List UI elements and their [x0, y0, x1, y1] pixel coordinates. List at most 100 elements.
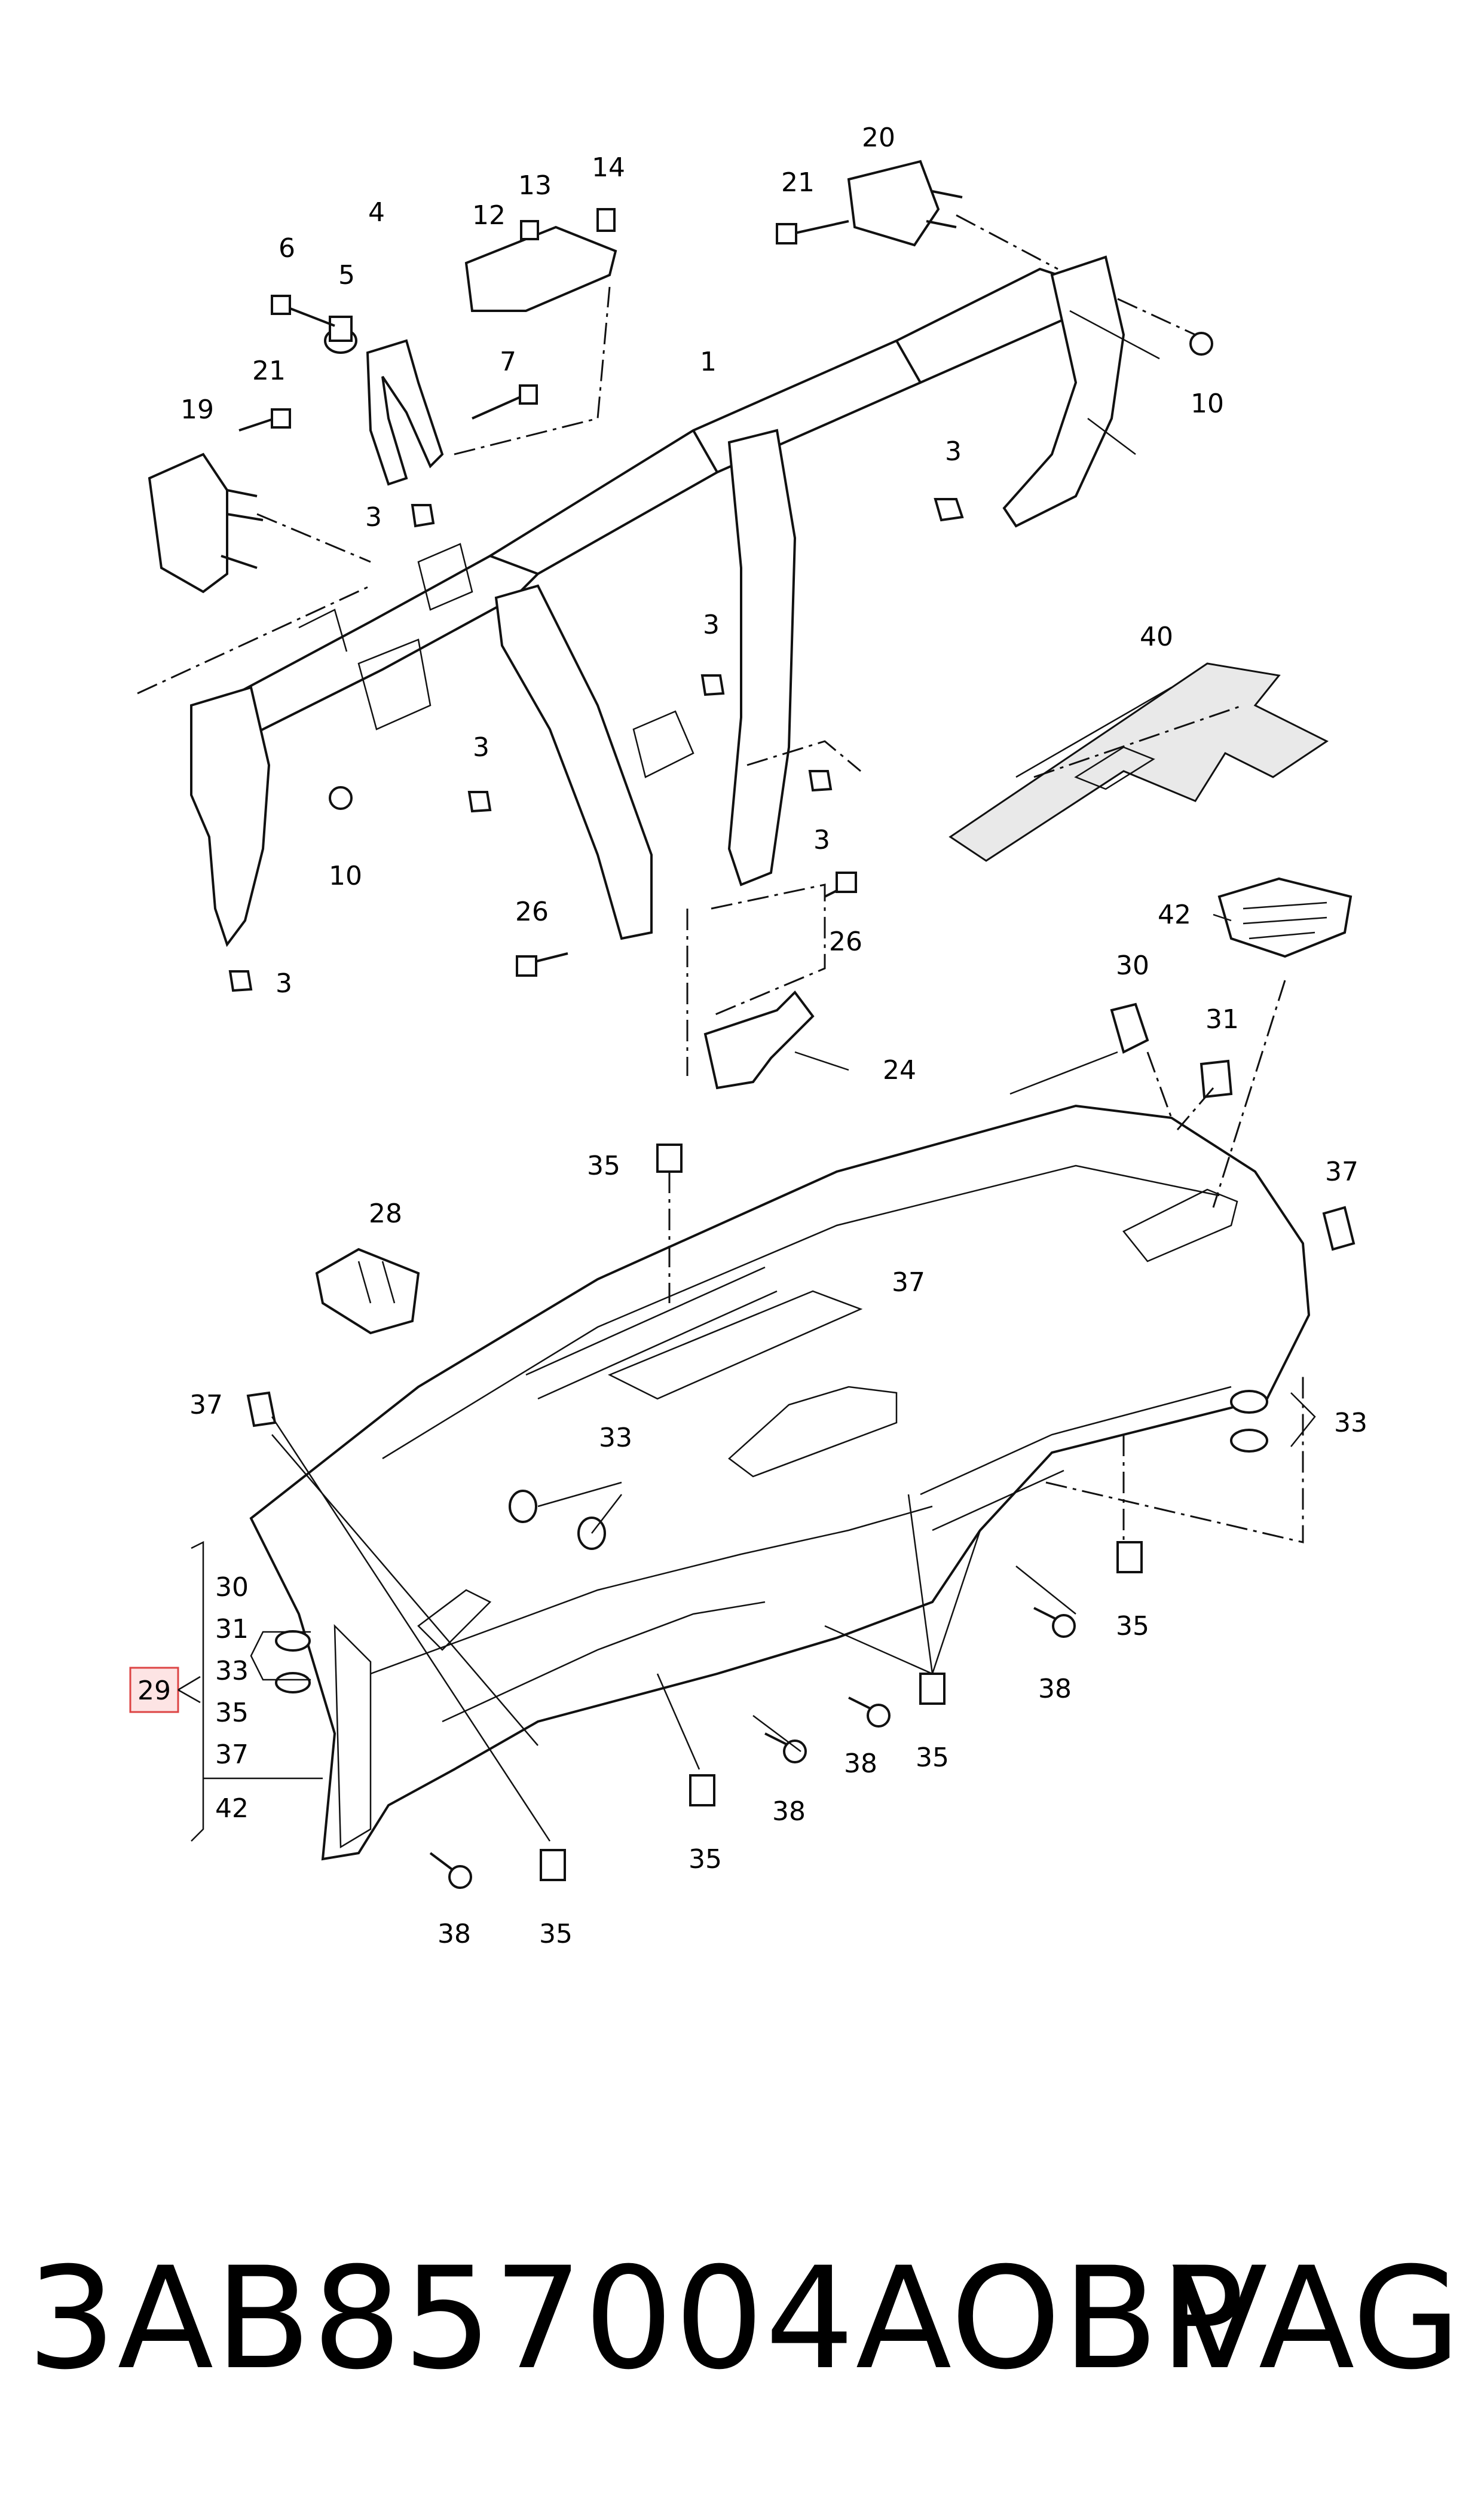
group-item-30: 30: [215, 1572, 249, 1603]
callout-33: 33: [599, 1423, 632, 1453]
clip-3-b: [934, 498, 964, 522]
callout-3: 3: [365, 502, 382, 533]
bolt-21-left: [238, 408, 291, 432]
callout-13: 13: [518, 170, 552, 201]
callout-3: 3: [473, 732, 489, 763]
clip-35-c: [689, 1774, 715, 1806]
callout-3: 3: [945, 436, 962, 467]
exploded-parts-diagram: 1 3 3 3 3 3 3 4 5 6 7 10 10 12 13 14 19 …: [129, 123, 1367, 1949]
callout-5: 5: [338, 260, 355, 291]
bolt-21-right: [776, 220, 849, 244]
callout-19: 19: [180, 395, 214, 425]
nut-10-left: [329, 786, 353, 810]
part-number: 3AB857004AOBP: [27, 2237, 1246, 2401]
washer-33-f: [275, 1672, 311, 1693]
bolt-6: [271, 295, 335, 327]
clip-3-d: [467, 791, 492, 813]
clip-3-c: [700, 674, 725, 696]
clip-3-a: [411, 504, 435, 528]
callout-38: 38: [772, 1796, 806, 1827]
group-item-37: 37: [215, 1740, 249, 1770]
washer-33-d: [1230, 1429, 1268, 1453]
screw-38-d: [1033, 1607, 1076, 1638]
bracket-4: [366, 339, 444, 486]
callout-38: 38: [1038, 1674, 1072, 1704]
callout-37: 37: [892, 1267, 925, 1298]
bracket-20: [847, 160, 963, 247]
callout-12: 12: [472, 200, 506, 231]
bolt-14: [596, 208, 616, 232]
callout-33: 33: [1334, 1408, 1367, 1438]
callout-3: 3: [813, 825, 830, 855]
bolt-13: [520, 220, 539, 240]
group-29: 29 30 31 33 35 37 42: [129, 1572, 249, 1824]
callout-26: 26: [829, 927, 862, 957]
callout-20: 20: [862, 123, 895, 153]
callout-26: 26: [515, 897, 549, 927]
washer-33-a: [509, 1490, 537, 1523]
callout-29: 29: [137, 1676, 171, 1706]
callout-35: 35: [916, 1742, 949, 1773]
callout-35: 35: [587, 1151, 620, 1181]
callout-10: 10: [1191, 389, 1224, 419]
callout-4: 4: [368, 197, 385, 228]
callout-42: 42: [1158, 900, 1191, 930]
clip-35-top: [656, 1144, 683, 1173]
clip-35-d: [540, 1849, 566, 1881]
callout-28: 28: [369, 1199, 402, 1229]
bolt-7: [472, 384, 538, 420]
callout-3: 3: [703, 610, 720, 640]
clip-31: [1200, 1059, 1233, 1099]
clip-3-e: [808, 770, 833, 792]
bolt-26-left: [516, 952, 568, 977]
screw-38-c: [848, 1696, 891, 1728]
clip-37-right: [1322, 1206, 1356, 1251]
callout-31: 31: [1205, 1004, 1239, 1035]
callout-38: 38: [844, 1748, 877, 1779]
bolt-26-right: [824, 872, 857, 898]
callout-10: 10: [329, 861, 362, 891]
group-item-31: 31: [215, 1614, 249, 1644]
leader-lines: [137, 214, 1316, 1842]
callout-14: 14: [592, 152, 625, 183]
air-vent-42: [1217, 877, 1353, 958]
dashboard-panel: [249, 1104, 1311, 1861]
callout-labels: 1 3 3 3 3 3 3 4 5 6 7 10 10 12 13 14 19 …: [180, 123, 1367, 1949]
washer-33-c: [1230, 1390, 1268, 1414]
callout-24: 24: [883, 1055, 916, 1086]
bracket-12: [464, 225, 617, 312]
callout-3: 3: [276, 968, 292, 999]
callout-35: 35: [1116, 1611, 1149, 1641]
bracket-28: [315, 1248, 420, 1335]
callout-35: 35: [539, 1919, 573, 1949]
clip-37-left: [246, 1391, 277, 1427]
callout-7: 7: [500, 347, 516, 377]
callout-box-29: 29: [129, 1667, 179, 1713]
callout-6: 6: [279, 233, 295, 264]
callout-37: 37: [1325, 1157, 1358, 1187]
bracket-19: [148, 453, 264, 594]
callout-38: 38: [437, 1919, 471, 1949]
washer-33-e: [275, 1630, 311, 1652]
callout-1: 1: [700, 347, 717, 377]
cross-member-frame: [190, 255, 1160, 947]
footer: 3AB857004AOBP VAG: [0, 2212, 1484, 2427]
group-item-33: 33: [215, 1656, 249, 1686]
callout-40: 40: [1140, 622, 1173, 652]
group-item-42: 42: [215, 1793, 249, 1824]
cap-nut-5: [324, 316, 357, 354]
brand-label: VAG: [1171, 2237, 1461, 2401]
clip-35-a: [1116, 1541, 1143, 1573]
screw-38-b: [764, 1732, 807, 1763]
insulation-mat-40: [948, 662, 1329, 862]
callout-37: 37: [189, 1390, 223, 1420]
clip-3-f: [228, 970, 253, 992]
group-item-35: 35: [215, 1698, 249, 1728]
callout-21: 21: [781, 167, 815, 198]
screw-38-a: [429, 1852, 472, 1889]
bracket-24: [703, 990, 849, 1090]
clip-35-b: [919, 1673, 946, 1705]
nut-10-right: [1189, 332, 1213, 356]
clip-30: [1110, 1002, 1149, 1054]
callout-21: 21: [252, 356, 286, 386]
